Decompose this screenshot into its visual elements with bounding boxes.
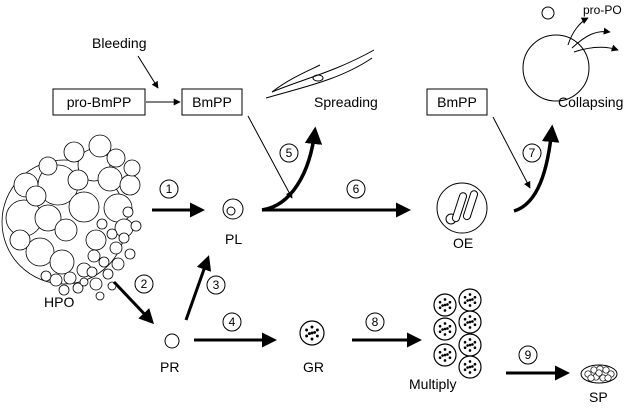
arrow-2 (112, 280, 155, 325)
bleeding-label: Bleeding (92, 35, 147, 51)
oe-cell-icon (436, 182, 488, 234)
bmpp-to-spreading-arrow (247, 115, 293, 199)
pro-po-release-arrows (567, 17, 619, 53)
sp-cell-icon (580, 364, 618, 384)
step-6-number: 6 (353, 182, 360, 196)
arrow-5 (261, 126, 323, 212)
arrow-7 (513, 124, 560, 213)
collapsing-cell-icon (522, 6, 590, 102)
step-7-marker (522, 143, 542, 163)
bmpp-box-2 (426, 88, 488, 116)
bmpp-to-collapsing-arrow (492, 116, 531, 189)
hpo-label: HPO (44, 294, 74, 310)
pro-po-label: pro-PO (583, 3, 622, 17)
pl-cell-icon (222, 198, 244, 220)
pr-cell-icon (164, 333, 180, 349)
arrow-3 (184, 255, 212, 321)
sp-label: SP (589, 389, 608, 405)
collapsing-label: Collapsing (558, 94, 623, 110)
pr-label: PR (160, 359, 179, 375)
pro-bmpp-box (52, 88, 146, 116)
step-1-number: 1 (166, 182, 173, 196)
hpo-cluster-icon (1, 134, 142, 301)
step-4-number: 4 (229, 315, 236, 329)
step-7-number: 7 (529, 146, 536, 160)
multiply-label: Multiply (409, 376, 456, 392)
step-4-marker (222, 312, 242, 332)
step-1-marker (159, 179, 179, 199)
step-3-marker (206, 275, 226, 295)
bmpp-label-2: BmPP (437, 94, 477, 110)
bleeding-arrow (137, 55, 159, 89)
step-5-number: 5 (286, 146, 293, 160)
step-2-number: 2 (141, 277, 148, 291)
spreading-cell-icon (265, 49, 375, 99)
pl-label: PL (225, 231, 242, 247)
step-8-marker (365, 312, 385, 332)
step-3-number: 3 (213, 278, 220, 292)
step-9-number: 9 (525, 348, 532, 362)
multiply-cells-icon (433, 288, 482, 379)
spreading-label: Spreading (314, 94, 378, 110)
step-9-marker (518, 345, 538, 365)
step-6-marker (346, 179, 366, 199)
step-8-number: 8 (372, 315, 379, 329)
oe-label: OE (453, 235, 473, 251)
gr-cell-icon (299, 320, 325, 346)
step-5-marker (279, 143, 299, 163)
bmpp-label-1: BmPP (192, 94, 232, 110)
gr-label: GR (303, 359, 324, 375)
step-2-marker (134, 274, 154, 294)
pro-bmpp-label: pro-BmPP (67, 94, 132, 110)
bmpp-box-1 (181, 88, 243, 116)
